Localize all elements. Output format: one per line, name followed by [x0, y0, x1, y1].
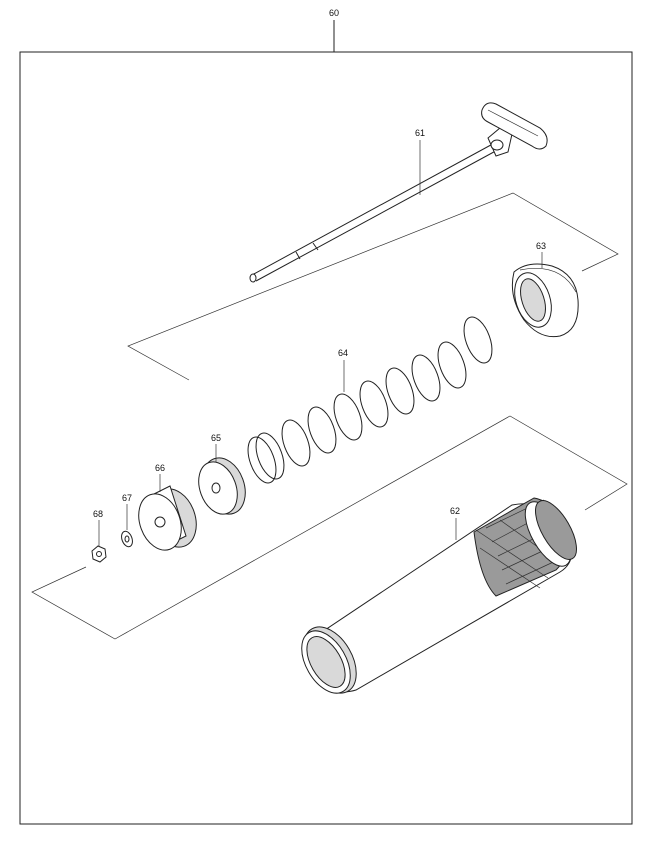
- end-cap-ring: [511, 263, 579, 338]
- assembly-frame: [19, 51, 633, 825]
- callout-63: 63: [536, 241, 546, 251]
- washer: [121, 530, 133, 548]
- callout-60: 60: [329, 8, 339, 18]
- upper-group-bracket: [127, 192, 619, 381]
- rod-with-handle: [249, 102, 548, 283]
- cup-washer: [198, 457, 246, 515]
- callout-64: 64: [338, 348, 348, 358]
- callout-67: 67: [122, 493, 132, 503]
- callout-62: 62: [450, 506, 460, 516]
- callout-65: 65: [211, 433, 221, 443]
- coil-spring: [247, 316, 493, 484]
- callout-66: 66: [155, 463, 165, 473]
- callout-61: 61: [415, 128, 425, 138]
- barrel-tube: [301, 497, 577, 694]
- lower-group-bracket: [31, 415, 628, 640]
- hex-nut: [91, 545, 107, 563]
- piston: [138, 485, 197, 551]
- callout-68: 68: [93, 509, 103, 519]
